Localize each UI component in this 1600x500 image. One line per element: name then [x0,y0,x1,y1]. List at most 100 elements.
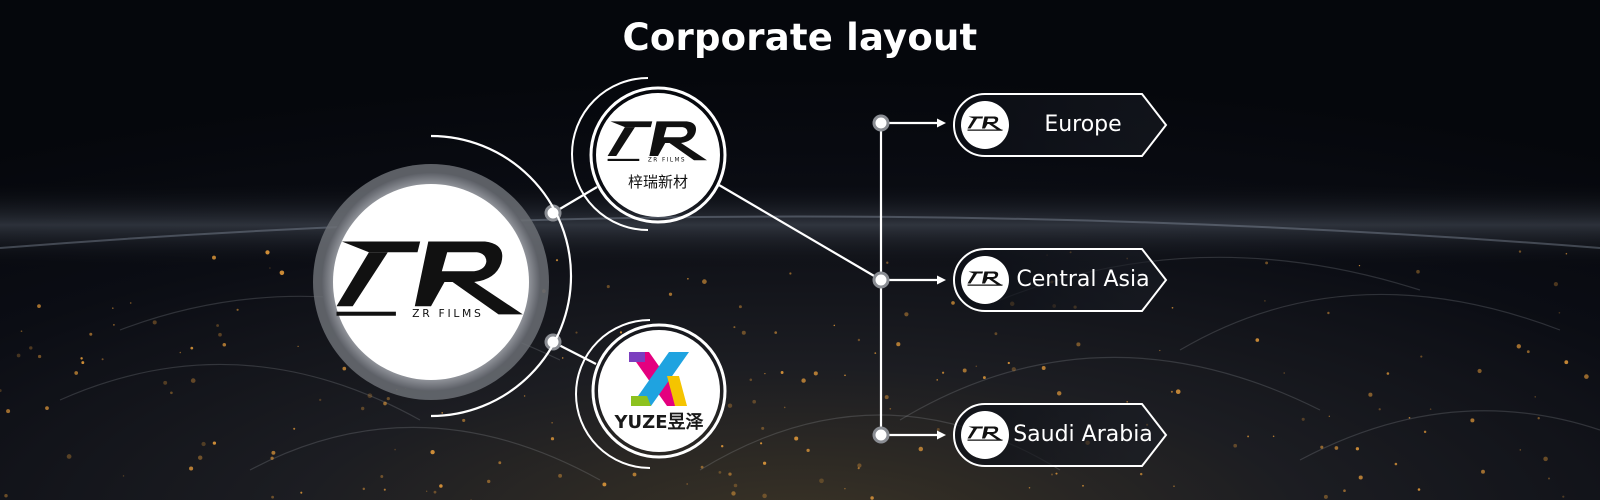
city-light [819,478,824,484]
city-light [801,378,806,383]
city-light [749,378,753,382]
city-light [1173,485,1175,487]
line-sub1-to-bus [718,184,882,281]
subsidiary-2-brand: YUZE昱泽 [614,412,704,433]
city-light [550,437,555,441]
city-light [1386,372,1390,375]
city-light [760,442,763,445]
city-light [857,338,861,342]
subsidiary-1-arc [571,77,649,231]
city-light [319,398,322,402]
city-light [886,261,889,264]
zr-logo-sub1: ZR FILMS [607,121,707,164]
city-light [383,401,387,406]
city-light [498,461,502,465]
city-light [152,320,157,325]
city-light [430,449,435,455]
city-light [833,324,836,327]
city-light [780,371,784,374]
subsidiary-1-name: 梓瑞新材 [628,173,688,191]
city-light [720,444,724,448]
city-light [29,346,33,350]
city-light [1327,311,1330,315]
arrowhead-central-asia [937,275,946,285]
junction-dot [872,271,890,289]
city-light [806,448,810,453]
region-label-saudi-arabia: Saudi Arabia [1013,422,1153,447]
page-title: Corporate layout [622,16,978,59]
city-light [761,426,765,430]
city-light [1320,445,1324,449]
city-light [383,488,386,491]
city-light [1368,392,1373,397]
city-light [1247,435,1250,438]
city-light [66,454,72,459]
city-light [1534,396,1536,398]
city-light [1481,469,1485,474]
city-light [844,374,846,377]
region-label-europe: Europe [1044,112,1122,137]
city-light [1170,390,1173,393]
city-light [1519,449,1522,451]
city-light [1051,473,1053,476]
city-light [936,428,940,431]
pill-shape [953,248,1168,312]
city-light [37,304,41,308]
city-light [870,496,874,500]
city-light [190,346,194,350]
city-light [874,352,877,354]
city-light [81,361,85,365]
main-node-arc [430,134,573,418]
region-pill-central-asia [953,248,1168,312]
arrowhead-saudi-arabia [937,430,946,440]
city-light [300,491,303,494]
city-light [1358,264,1361,267]
horizon-glow [0,180,1600,270]
region-pill-saudi-arabia [953,403,1168,467]
subsidiary-node-zirui: ZR FILMS 梓瑞新材 [571,77,727,231]
city-light [362,487,366,491]
subsidiary-1-ring [589,86,727,224]
zr-logo-main: ZR FILMS [336,241,523,320]
city-light [727,403,733,408]
city-light [668,292,673,296]
city-light [6,409,11,414]
city-light [1558,311,1561,314]
city-light [606,285,610,289]
city-light [602,482,607,487]
city-light [994,332,998,336]
city-light [439,484,443,488]
city-light [271,495,274,499]
city-light [752,399,757,404]
city-light [426,490,428,492]
city-light [122,475,125,477]
city-light [20,330,23,333]
arrowhead-europe [937,118,946,128]
city-light [764,372,766,375]
city-light [1139,472,1143,476]
city-light [687,278,689,280]
city-light [982,376,986,380]
city-light [896,342,901,347]
city-light [857,463,862,468]
main-logo-text: ZR FILMS [412,307,484,320]
city-light [1334,446,1339,450]
city-light [201,441,206,447]
city-light [558,473,563,478]
city-light [728,472,732,476]
city-light [1272,435,1275,438]
city-light [575,331,578,334]
city-light [216,324,220,327]
city-light [975,365,978,368]
city-light [904,312,909,317]
city-light [101,358,104,361]
city-light [113,324,115,326]
city-light [279,270,285,276]
city-light [1056,391,1062,396]
city-light [189,466,194,471]
city-light [1526,350,1530,354]
city-light [941,371,945,374]
junction-dot [872,426,890,444]
city-light [297,345,299,348]
